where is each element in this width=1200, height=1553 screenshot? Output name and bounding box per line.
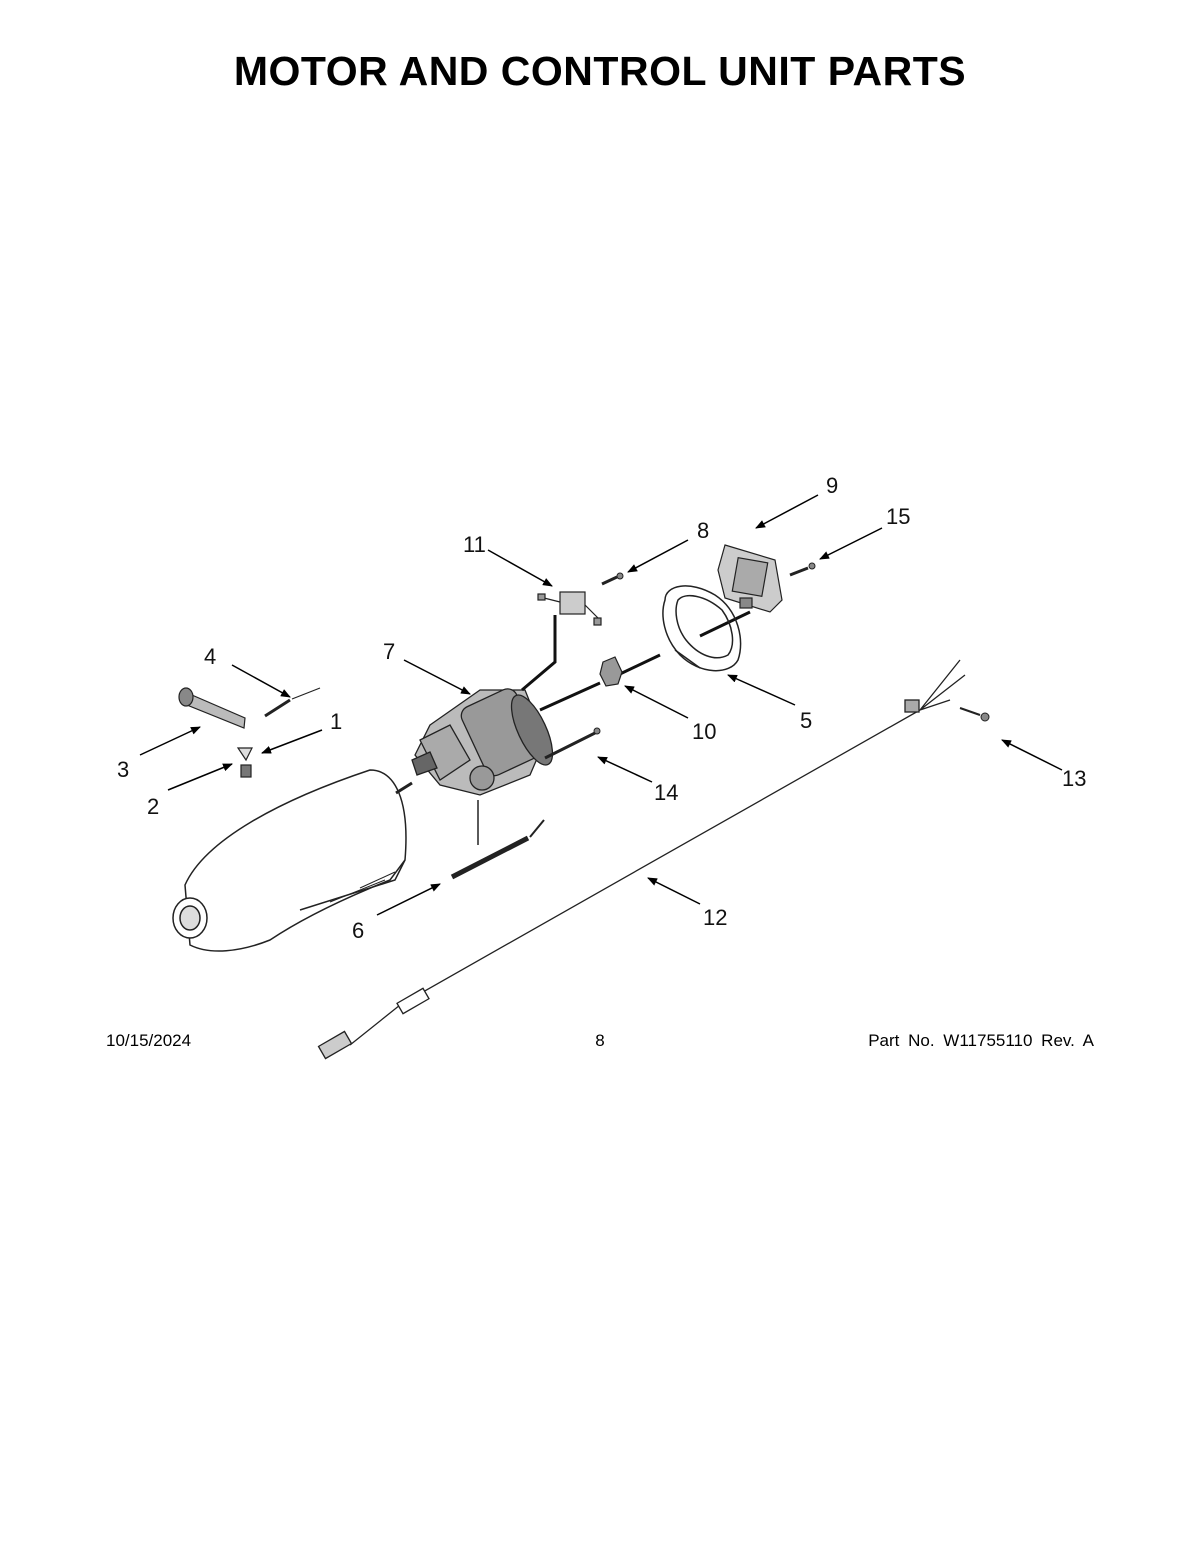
motor-assembly	[395, 688, 554, 796]
screw-part-15	[789, 562, 816, 577]
callout-labels: 1 2 3 4 5 6 7 8 9 10 11 12 13 14 15	[117, 473, 1086, 943]
callout-11: 11	[463, 532, 486, 557]
power-cord-part	[317, 659, 966, 1060]
callout-8: 8	[697, 518, 709, 543]
footer-part-info: Part No. W11755110 Rev. A	[868, 1031, 1094, 1050]
control-lead-wire	[521, 615, 557, 692]
callout-13: 13	[1062, 766, 1086, 791]
speed-sensor-part	[599, 656, 623, 687]
ring-bracket-part	[662, 585, 742, 672]
page-title: MOTOR AND CONTROL UNIT PARTS	[233, 48, 967, 94]
callout-7: 7	[383, 639, 395, 664]
screw-part-13	[959, 707, 990, 722]
callout-5: 5	[800, 708, 812, 733]
screw-part-8	[601, 572, 624, 586]
callout-9: 9	[826, 473, 838, 498]
bolt-part-14	[544, 727, 601, 760]
callout-12: 12	[703, 905, 727, 930]
callout-6: 6	[352, 918, 364, 943]
control-board-part	[717, 544, 783, 613]
footer-date: 10/15/2024	[106, 1031, 192, 1050]
callout-2: 2	[147, 794, 159, 819]
callout-10: 10	[692, 719, 716, 744]
callout-14: 14	[654, 780, 678, 805]
linkage-parts	[178, 687, 321, 778]
terminal-connector-part	[537, 591, 602, 626]
callout-15: 15	[886, 504, 910, 529]
callout-1: 1	[330, 709, 342, 734]
motor-housing-shell	[172, 769, 407, 952]
rod-part-6	[450, 800, 545, 880]
callout-4: 4	[204, 644, 216, 669]
callout-3: 3	[117, 757, 129, 782]
leader-arrows	[139, 494, 1063, 916]
motor-shaft-line	[539, 610, 751, 712]
footer-page-number: 8	[595, 1031, 605, 1050]
